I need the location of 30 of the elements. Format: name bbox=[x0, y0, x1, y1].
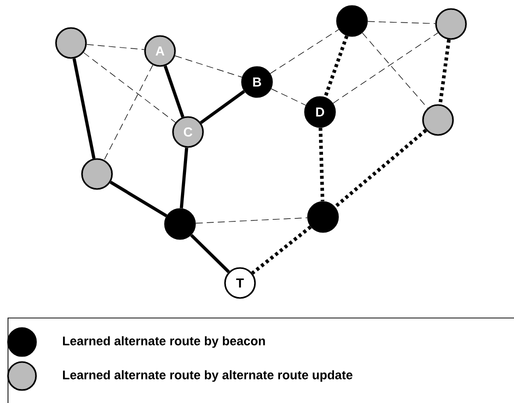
link-line bbox=[180, 148, 188, 208]
link-line bbox=[324, 35, 348, 98]
link-line bbox=[270, 88, 306, 106]
link-line bbox=[86, 44, 145, 50]
node-circle bbox=[435, 8, 467, 40]
link-line bbox=[318, 128, 324, 202]
link-line bbox=[270, 29, 339, 74]
node-circle bbox=[336, 5, 368, 37]
link-line bbox=[190, 234, 230, 274]
link-line bbox=[368, 21, 436, 24]
legend-text: Learned alternate route by alternate route update bbox=[63, 370, 352, 382]
link-line bbox=[110, 180, 168, 218]
link-line bbox=[438, 39, 451, 105]
node-circle bbox=[164, 208, 196, 240]
link-line bbox=[334, 128, 428, 208]
link-line bbox=[83, 52, 176, 123]
legend-text: Learned alternate route by beacon bbox=[63, 336, 265, 348]
link-line bbox=[72, 58, 96, 159]
link-line bbox=[200, 90, 246, 124]
link-line bbox=[362, 32, 428, 108]
link-line bbox=[104, 64, 154, 160]
node-circle bbox=[422, 104, 454, 136]
node-circle bbox=[307, 201, 339, 233]
link-line bbox=[164, 65, 184, 118]
node-circle bbox=[55, 27, 87, 59]
link-line bbox=[332, 32, 438, 104]
link-line bbox=[251, 225, 312, 275]
link-line bbox=[174, 56, 242, 78]
node-circle bbox=[81, 158, 113, 190]
link-line bbox=[195, 217, 308, 224]
